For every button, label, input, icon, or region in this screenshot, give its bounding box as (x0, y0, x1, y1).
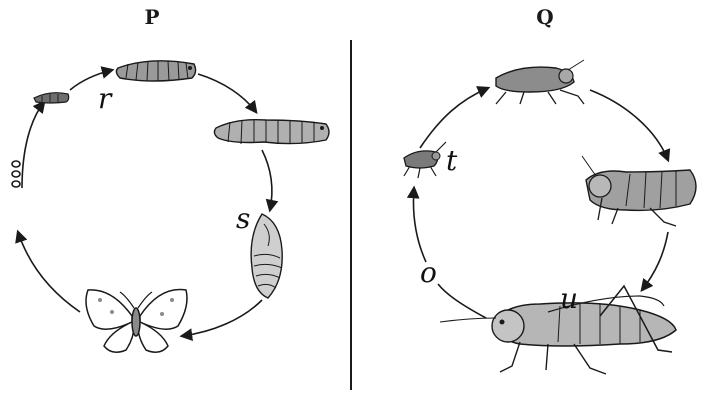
nymph-icon (496, 60, 584, 104)
label-u: u (560, 282, 578, 315)
caterpillar-icon (116, 61, 195, 81)
eggs-icon (12, 161, 20, 187)
label-t: t (446, 144, 458, 177)
small-nymph-icon (404, 142, 446, 178)
young-larva-icon (34, 93, 69, 103)
arrow-p-adult-to-eggs (18, 232, 80, 312)
egg-label-o: o (420, 256, 437, 289)
cycle-q: o t u (404, 60, 696, 374)
arrow-p-eggs-to-larva (22, 102, 44, 188)
butterfly-icon (86, 290, 187, 353)
arrow-q-t-to-nymph (420, 88, 488, 148)
label-s: s (236, 202, 250, 235)
arrow-q-to-adult (642, 232, 668, 290)
cycle-p: r s (12, 61, 329, 352)
arrow-q-adult-to-egg (438, 284, 486, 318)
older-nymph-icon (582, 156, 696, 226)
adult-grasshopper-icon (440, 286, 676, 374)
label-r: r (98, 82, 113, 115)
arrow-p-larva-to-larva (198, 74, 256, 112)
arrow-q-nymph-growth (590, 90, 668, 160)
panel-title-p: P (144, 5, 159, 29)
large-caterpillar-icon (214, 120, 329, 144)
pupa-icon (251, 214, 282, 298)
arrow-p-larva-to-pupa (262, 150, 272, 210)
arrow-p-pupa-to-adult (182, 300, 262, 336)
panel-title-q: Q (536, 5, 553, 29)
arrow-q-egg-to-t (414, 188, 427, 262)
